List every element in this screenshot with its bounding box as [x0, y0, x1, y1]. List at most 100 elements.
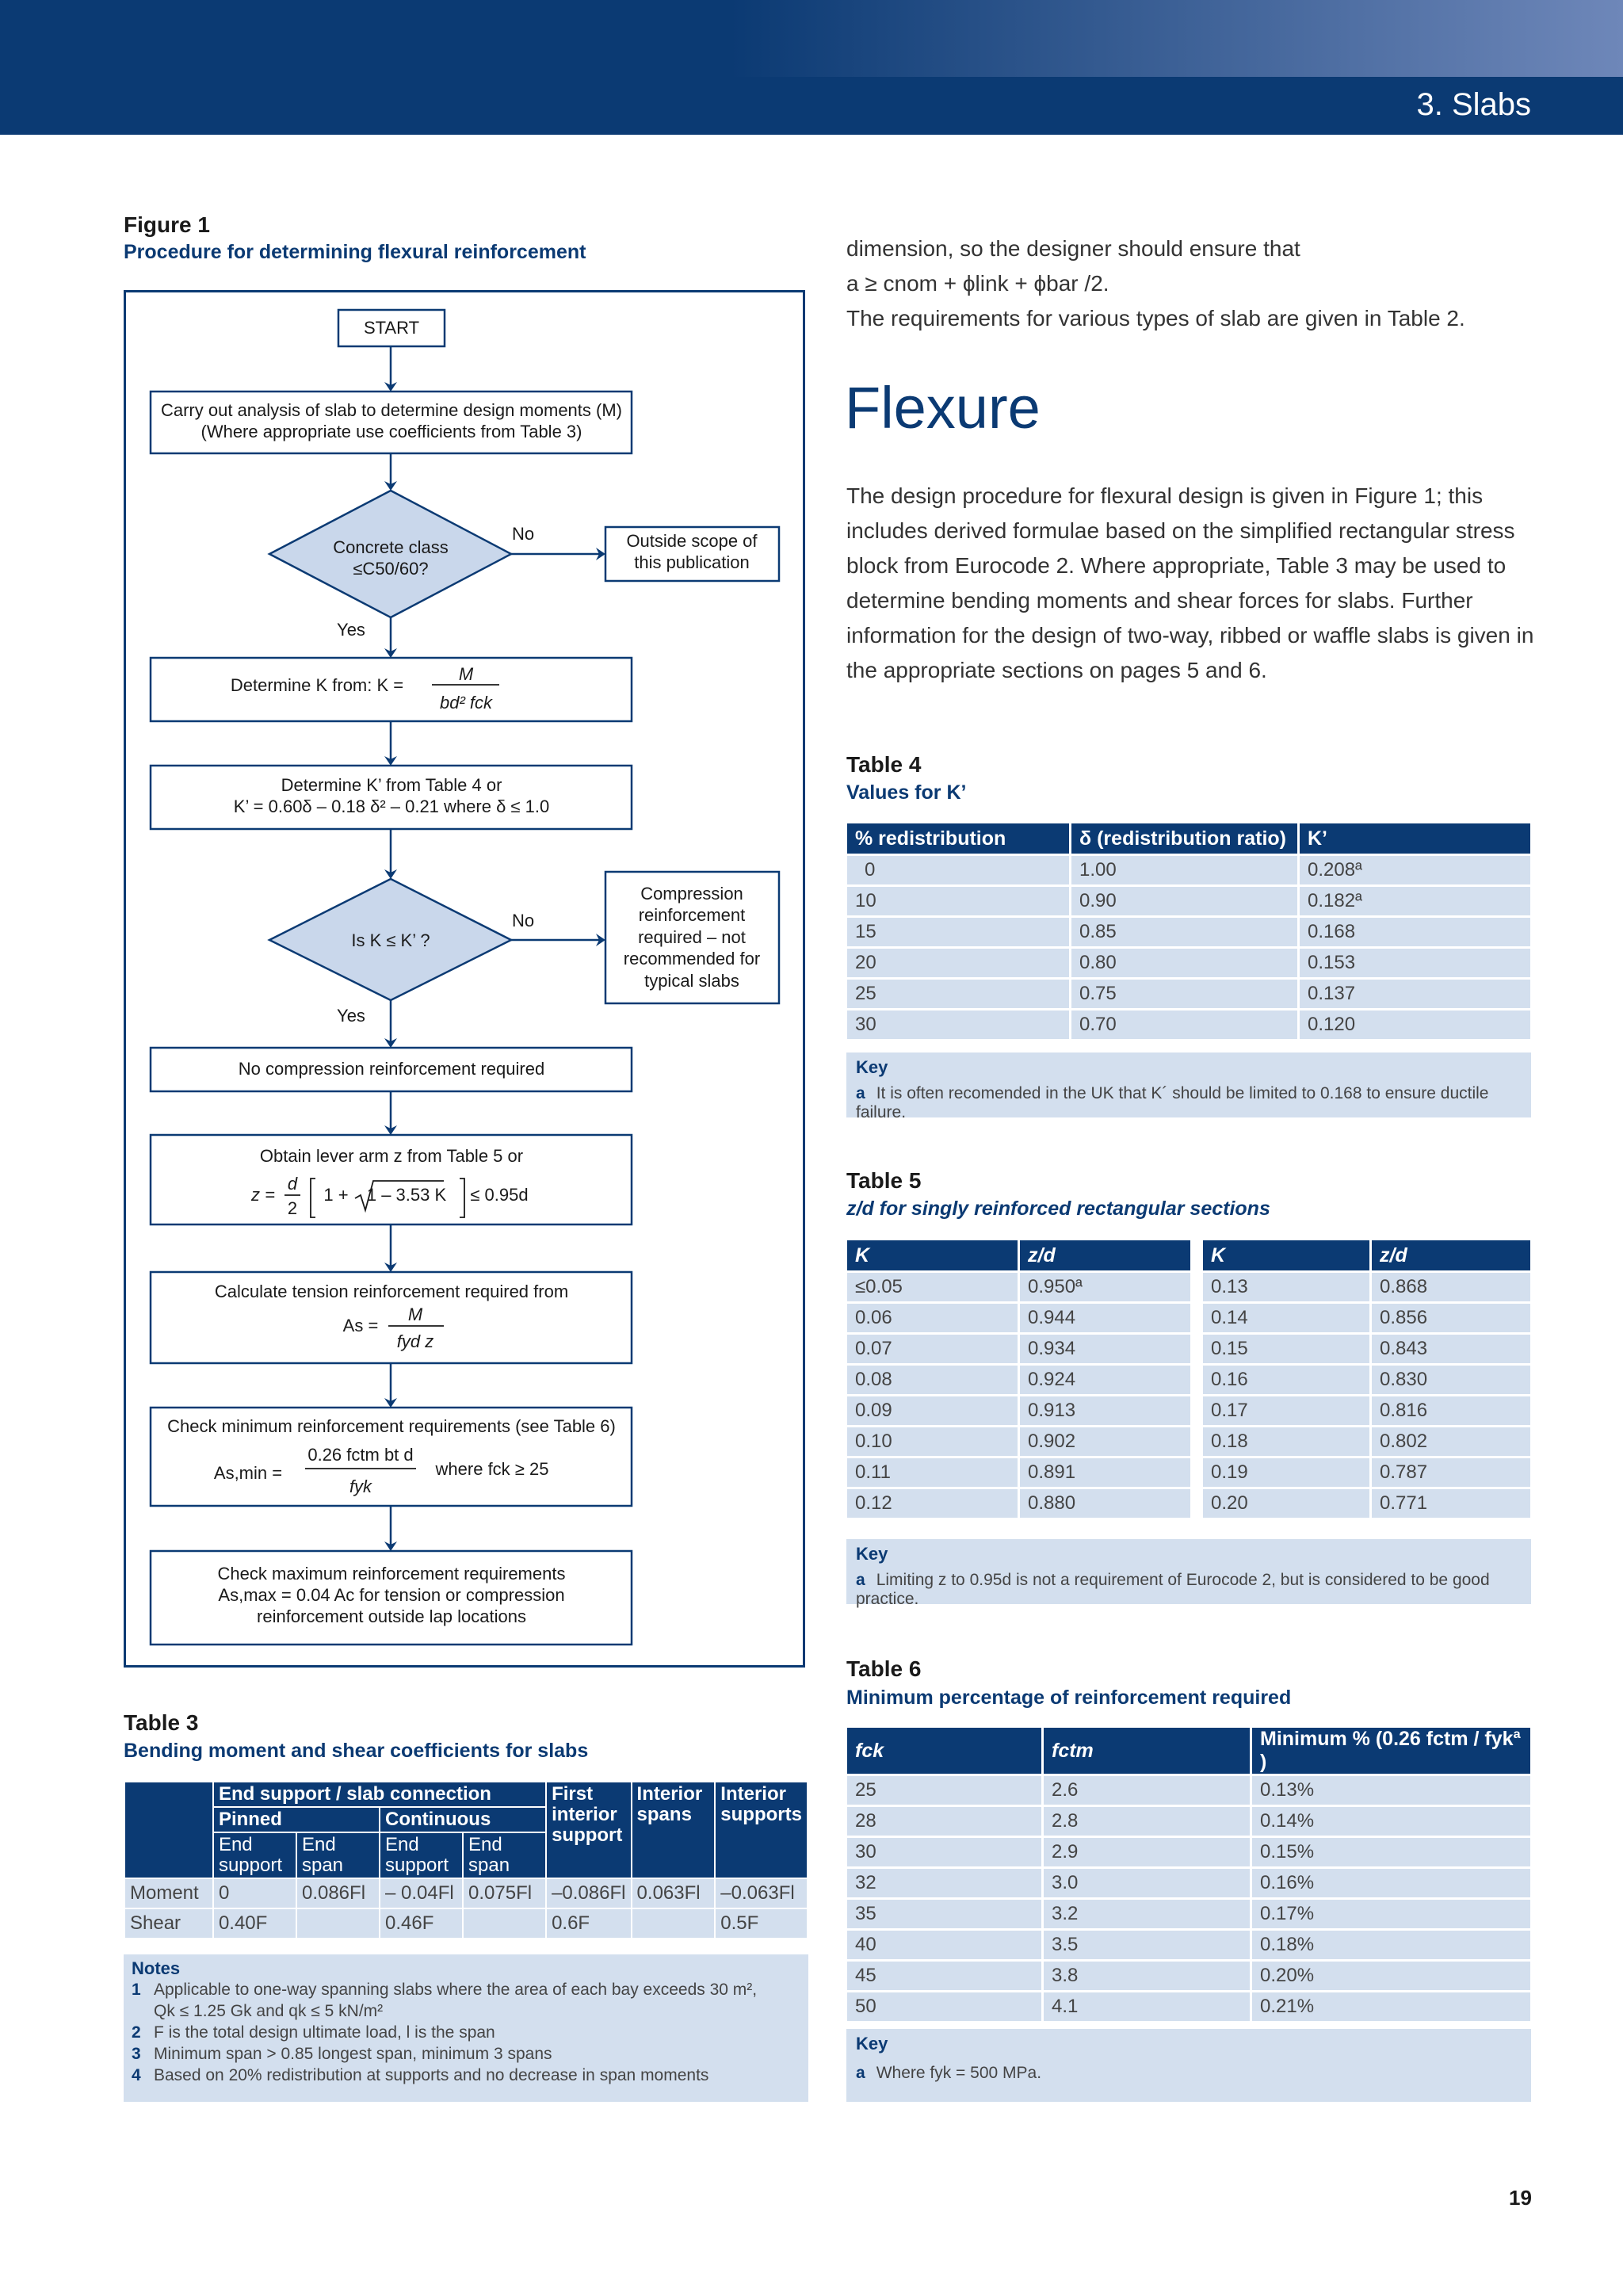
flowchart: START Carry out analysis of slab to dete… — [149, 308, 781, 1646]
determine-kp-line-2: K’ = 0.60δ – 0.18 δ² – 0.21 where δ ≤ 1.… — [234, 797, 549, 816]
table3: End support / slab connection First inte… — [124, 1781, 808, 1939]
table6-cell: 3.2 — [1041, 1897, 1252, 1931]
table4-cell: 0.168 — [1297, 915, 1533, 949]
min-as: As,min = — [214, 1463, 282, 1483]
table4-cell: 0.208ª — [1297, 854, 1533, 887]
table4-cell: 0.182ª — [1297, 884, 1533, 918]
table6-cell: 45 — [845, 1959, 1044, 1992]
note-text: F is the total design ultimate load, l i… — [154, 2023, 495, 2042]
table6-key-title: Key — [856, 2034, 888, 2053]
table5-cell: 0.15 — [1195, 1332, 1372, 1366]
table6-cell: 4.1 — [1041, 1990, 1252, 2023]
k-denominator: bd² fck — [440, 693, 493, 712]
table5-cell: 0.802 — [1369, 1425, 1533, 1458]
min-line-1: Check minimum reinforcement requirements… — [167, 1416, 616, 1436]
note-text: Applicable to one-way spanning slabs whe… — [154, 1981, 758, 1999]
table6-cell: 0.20% — [1250, 1959, 1533, 1992]
outside-line-1: Outside scope of — [626, 531, 758, 551]
compression-line-1: Compression — [640, 884, 743, 904]
table6-cell: 0.15% — [1250, 1836, 1533, 1869]
note-number: 4 — [132, 2066, 141, 2084]
yes-label-2: Yes — [337, 1006, 365, 1026]
table3-header-end-span-b: End span — [462, 1832, 548, 1879]
max-line-1: Check maximum reinforcement requirements — [218, 1564, 566, 1584]
table5-cell: 0.18 — [1195, 1425, 1372, 1458]
lever-limit: ≤ 0.95d — [470, 1185, 528, 1205]
table3-cell: 0.40F — [212, 1908, 297, 1939]
table5-caption: z/d for singly reinforced rectangular se… — [846, 1198, 1270, 1220]
table5-cell: 0.816 — [1369, 1394, 1533, 1427]
tension-denominator: fyd z — [397, 1331, 433, 1351]
note-text: Qk ≤ 1.25 Gk and qk ≤ 5 kN/m² — [154, 2002, 384, 2020]
table5-label: Table 5 — [846, 1168, 922, 1193]
table5-header: K — [1195, 1238, 1372, 1273]
table3-header-continuous: Continuous — [378, 1806, 548, 1833]
table4-cell: 20 — [845, 946, 1071, 980]
min-numerator: 0.26 fctm bt d — [307, 1445, 413, 1465]
table4-header: % redistribution — [845, 821, 1071, 856]
flexure-paragraph-line: determine bending moments and shear forc… — [846, 588, 1473, 613]
note-text: Minimum span > 0.85 longest span, minimu… — [154, 2045, 552, 2063]
table4-cell: 0.85 — [1069, 915, 1300, 949]
table6-header: fctm — [1041, 1725, 1252, 1776]
table5-cell: 0.902 — [1018, 1425, 1203, 1458]
table5-cell: 0.19 — [1195, 1456, 1372, 1489]
lever-line-1: Obtain lever arm z from Table 5 or — [260, 1146, 523, 1166]
compression-line-2: reinforcement — [639, 905, 746, 925]
table6-label: Table 6 — [846, 1656, 922, 1681]
analysis-line-1: Carry out analysis of slab to determine … — [161, 400, 622, 420]
table6-cell: 3.5 — [1041, 1928, 1252, 1962]
table5-cell: 0.891 — [1018, 1456, 1203, 1489]
min-denominator: fyk — [349, 1477, 372, 1496]
page-number: 19 — [1509, 2186, 1532, 2210]
table6-cell: 2.8 — [1041, 1805, 1252, 1838]
table4-key-text: It is often recomended in the UK that K´… — [856, 1084, 1489, 1121]
table5-cell: 0.16 — [1195, 1363, 1372, 1396]
note-number: 3 — [132, 2045, 141, 2063]
compression-line-4: recommended for — [624, 949, 760, 968]
table6-cell: 0.17% — [1250, 1897, 1533, 1931]
figure-caption: Procedure for determining flexural reinf… — [124, 241, 586, 263]
min-box — [149, 1406, 633, 1507]
table4-cell: 0.120 — [1297, 1008, 1533, 1041]
flexure-heading: Flexure — [845, 375, 1041, 441]
table5-cell: 0.10 — [845, 1425, 1020, 1458]
table3-header-end-support-b: End support — [378, 1832, 464, 1879]
table4-caption: Values for K’ — [846, 781, 967, 804]
table5-cell: 0.13 — [1195, 1270, 1372, 1304]
table3-cell: – 0.04Fl — [378, 1878, 464, 1909]
start-label: START — [364, 318, 419, 338]
table4-cell: 0 — [845, 854, 1071, 887]
table5-cell: 0.07 — [845, 1332, 1020, 1366]
table3-cell: 0.46F — [378, 1908, 464, 1939]
table6-cell: 2.6 — [1041, 1774, 1252, 1807]
header-gradient — [0, 0, 1623, 77]
body-line-2: a ≥ cnom + ϕlink + ϕbar /2. — [846, 271, 1109, 296]
flexure-paragraph-line: the appropriate sections on pages 5 and … — [846, 658, 1267, 682]
outside-box — [604, 525, 781, 583]
tension-numerator: M — [408, 1305, 423, 1324]
lever-sqrt — [354, 1180, 444, 1213]
table5-header: z/d — [1018, 1238, 1203, 1273]
table6-cell: 35 — [845, 1897, 1044, 1931]
body-line-3: The requirements for various types of sl… — [846, 306, 1465, 330]
table6-header: Minimum % (0.26 fctm / fykª ) — [1250, 1725, 1533, 1776]
table5-cell: 0.09 — [845, 1394, 1020, 1427]
table6-cell: 2.9 — [1041, 1836, 1252, 1869]
table4-cell: 0.137 — [1297, 977, 1533, 1010]
no-label-2: No — [512, 911, 534, 930]
table6-caption: Minimum percentage of reinforcement requ… — [846, 1687, 1292, 1709]
table3-corner — [124, 1781, 214, 1879]
table4-cell: 0.153 — [1297, 946, 1533, 980]
